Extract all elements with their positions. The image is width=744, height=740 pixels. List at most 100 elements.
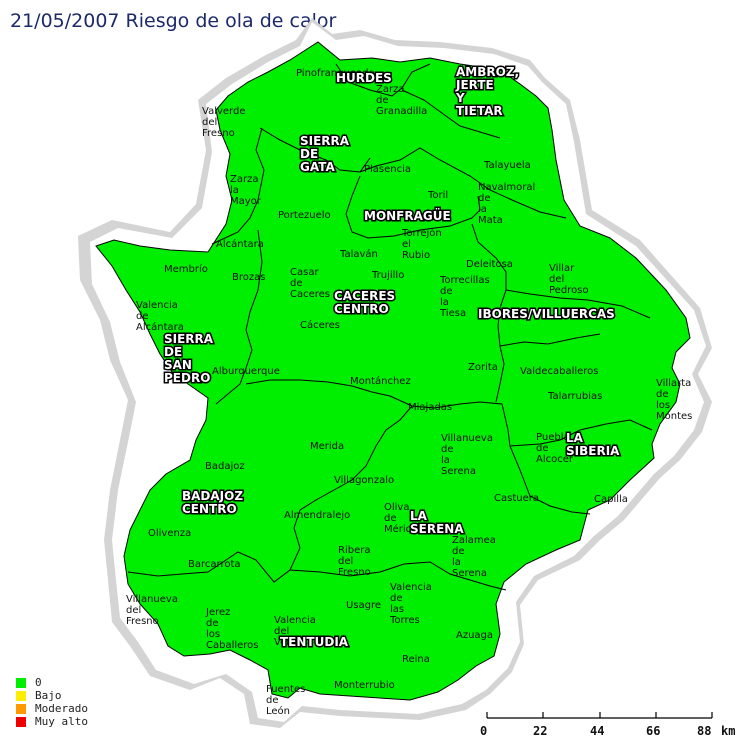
town-label-membrio: Membrío: [164, 263, 208, 275]
town-label-oliva-merida-line: Oliva: [384, 502, 409, 513]
town-label-villarta-line: los: [656, 400, 670, 411]
town-label-montanchez-line: Montánchez: [350, 375, 411, 387]
town-label-ribera-line: Fresno: [338, 567, 371, 578]
zone-label-caceres-line: CENTRO: [334, 302, 389, 316]
town-label-casar-line: de: [290, 278, 303, 289]
legend-item-0: 0: [16, 676, 88, 689]
town-label-zarza-mayor-line: la: [230, 185, 239, 196]
town-label-azuaga-line: Azuaga: [456, 630, 493, 641]
town-label-castuera-line: Castuera: [494, 493, 539, 504]
town-label-villanueva-serena-line: Serena: [441, 466, 476, 477]
town-label-toril-line: Toril: [427, 190, 448, 201]
town-label-alcantara: Alcántara: [216, 238, 264, 250]
zone-label-gata-line: DE: [300, 147, 318, 161]
town-label-villanueva-serena-line: la: [441, 455, 450, 466]
town-label-valdecaballeros: Valdecaballeros: [520, 366, 599, 377]
town-label-puebla-alcocer-line: de: [536, 443, 549, 454]
legend-item-moderado: Moderado: [16, 702, 88, 715]
town-label-deleitosa: Deleitosa: [466, 259, 513, 270]
town-label-merida-line: Merida: [310, 441, 344, 452]
town-label-valverde-fresno-line: Fresno: [202, 128, 235, 139]
zone-label-gata-line: SIERRA: [300, 134, 350, 148]
town-label-pinofranqueado: Pinofranqueado: [296, 68, 375, 79]
town-label-monterrubio-line: Monterrubio: [334, 680, 395, 691]
zone-label-hurdes-line: HURDES: [336, 71, 392, 85]
town-label-navalmoral-line: Navalmoral: [478, 182, 535, 193]
town-label-zalamea-line: Zalamea: [452, 535, 496, 546]
town-label-valencia-alcantara-line: Alcántara: [136, 321, 184, 333]
legend-swatch-muy-alto: [16, 716, 26, 727]
zone-label-badajoz-line: BADAJOZ: [182, 489, 243, 503]
zone-label-ambroz-line: AMBROZ,: [456, 65, 519, 79]
town-label-jerez-line: los: [206, 629, 220, 640]
town-label-trujillo: Trujillo: [371, 270, 404, 281]
town-label-almendralejo: Almendralejo: [284, 510, 350, 521]
town-label-caceres-town: Cáceres: [300, 319, 340, 331]
scale-tick-22: 22: [533, 724, 548, 738]
zone-label-sanpedro-line: DE: [164, 345, 182, 359]
town-label-olivenza-line: Olivenza: [148, 528, 191, 539]
town-label-miajadas: Miajadas: [408, 402, 452, 413]
town-label-torrejon-line: Rubio: [402, 250, 430, 261]
town-label-miajadas-line: Miajadas: [408, 402, 452, 413]
town-label-talavan: Talaván: [339, 248, 378, 260]
legend-swatch-bajo: [16, 690, 26, 701]
legend-label-0: 0: [35, 676, 42, 689]
town-label-plasencia-line: Plasencia: [364, 164, 411, 175]
town-label-puebla-alcocer-line: Alcocer: [536, 454, 574, 465]
town-label-deleitosa-line: Deleitosa: [466, 259, 513, 270]
town-label-valencia-torres-line: de: [390, 593, 403, 604]
town-label-jerez-line: de: [206, 618, 219, 629]
town-label-alburquerque-line: Alburquerque: [212, 366, 280, 377]
town-label-zorita: Zorita: [468, 362, 498, 373]
town-label-alburquerque: Alburquerque: [212, 366, 280, 377]
town-label-villagonzalo-line: Villagonzalo: [334, 475, 394, 486]
town-label-talavan-line: Talaván: [339, 248, 378, 260]
town-label-villarta-line: de: [656, 389, 669, 400]
town-label-caceres-town-line: Cáceres: [300, 319, 340, 331]
town-label-capilla: Capilla: [594, 494, 628, 505]
town-label-zarza-mayor-line: Mayor: [230, 196, 262, 207]
town-label-almendralejo-line: Almendralejo: [284, 510, 350, 521]
legend: 0 Bajo Moderado Muy alto: [16, 676, 88, 728]
town-label-torrecillas-line: Tiesa: [439, 308, 466, 319]
town-label-zarza-granadilla-line: de: [376, 95, 389, 106]
zone-label-ambroz-line: TIETAR: [456, 104, 503, 118]
town-label-torrecillas-line: la: [440, 297, 449, 308]
town-label-reina: Reina: [402, 654, 430, 665]
zone-label-serena-line: LA: [410, 509, 428, 523]
extremadura-region: [78, 18, 712, 728]
town-label-villanueva-serena-line: Villanueva: [441, 433, 493, 444]
town-label-valencia-torres-line: Valencia: [390, 582, 432, 593]
zone-label-ibores-line: IBORES/VILLUERCAS: [478, 307, 615, 321]
town-label-castuera: Castuera: [494, 493, 539, 504]
town-label-portezuelo-line: Portezuelo: [278, 210, 331, 221]
town-label-fuentes-leon-line: Fuentes: [266, 684, 305, 695]
legend-label-muy-alto: Muy alto: [35, 715, 88, 728]
town-label-villanueva-fresno-line: Villanueva: [126, 594, 178, 605]
town-label-jerez-line: Jerez: [205, 607, 230, 618]
town-label-valencia-ventoso-line: del: [274, 626, 289, 637]
town-label-torrecillas-line: de: [440, 286, 453, 297]
zone-label-badajoz-line: CENTRO: [182, 502, 237, 516]
town-label-valencia-ventoso-line: Valencia: [274, 615, 316, 626]
town-label-ribera-line: del: [338, 556, 353, 567]
town-label-valverde-fresno-line: Valverde: [202, 106, 245, 117]
